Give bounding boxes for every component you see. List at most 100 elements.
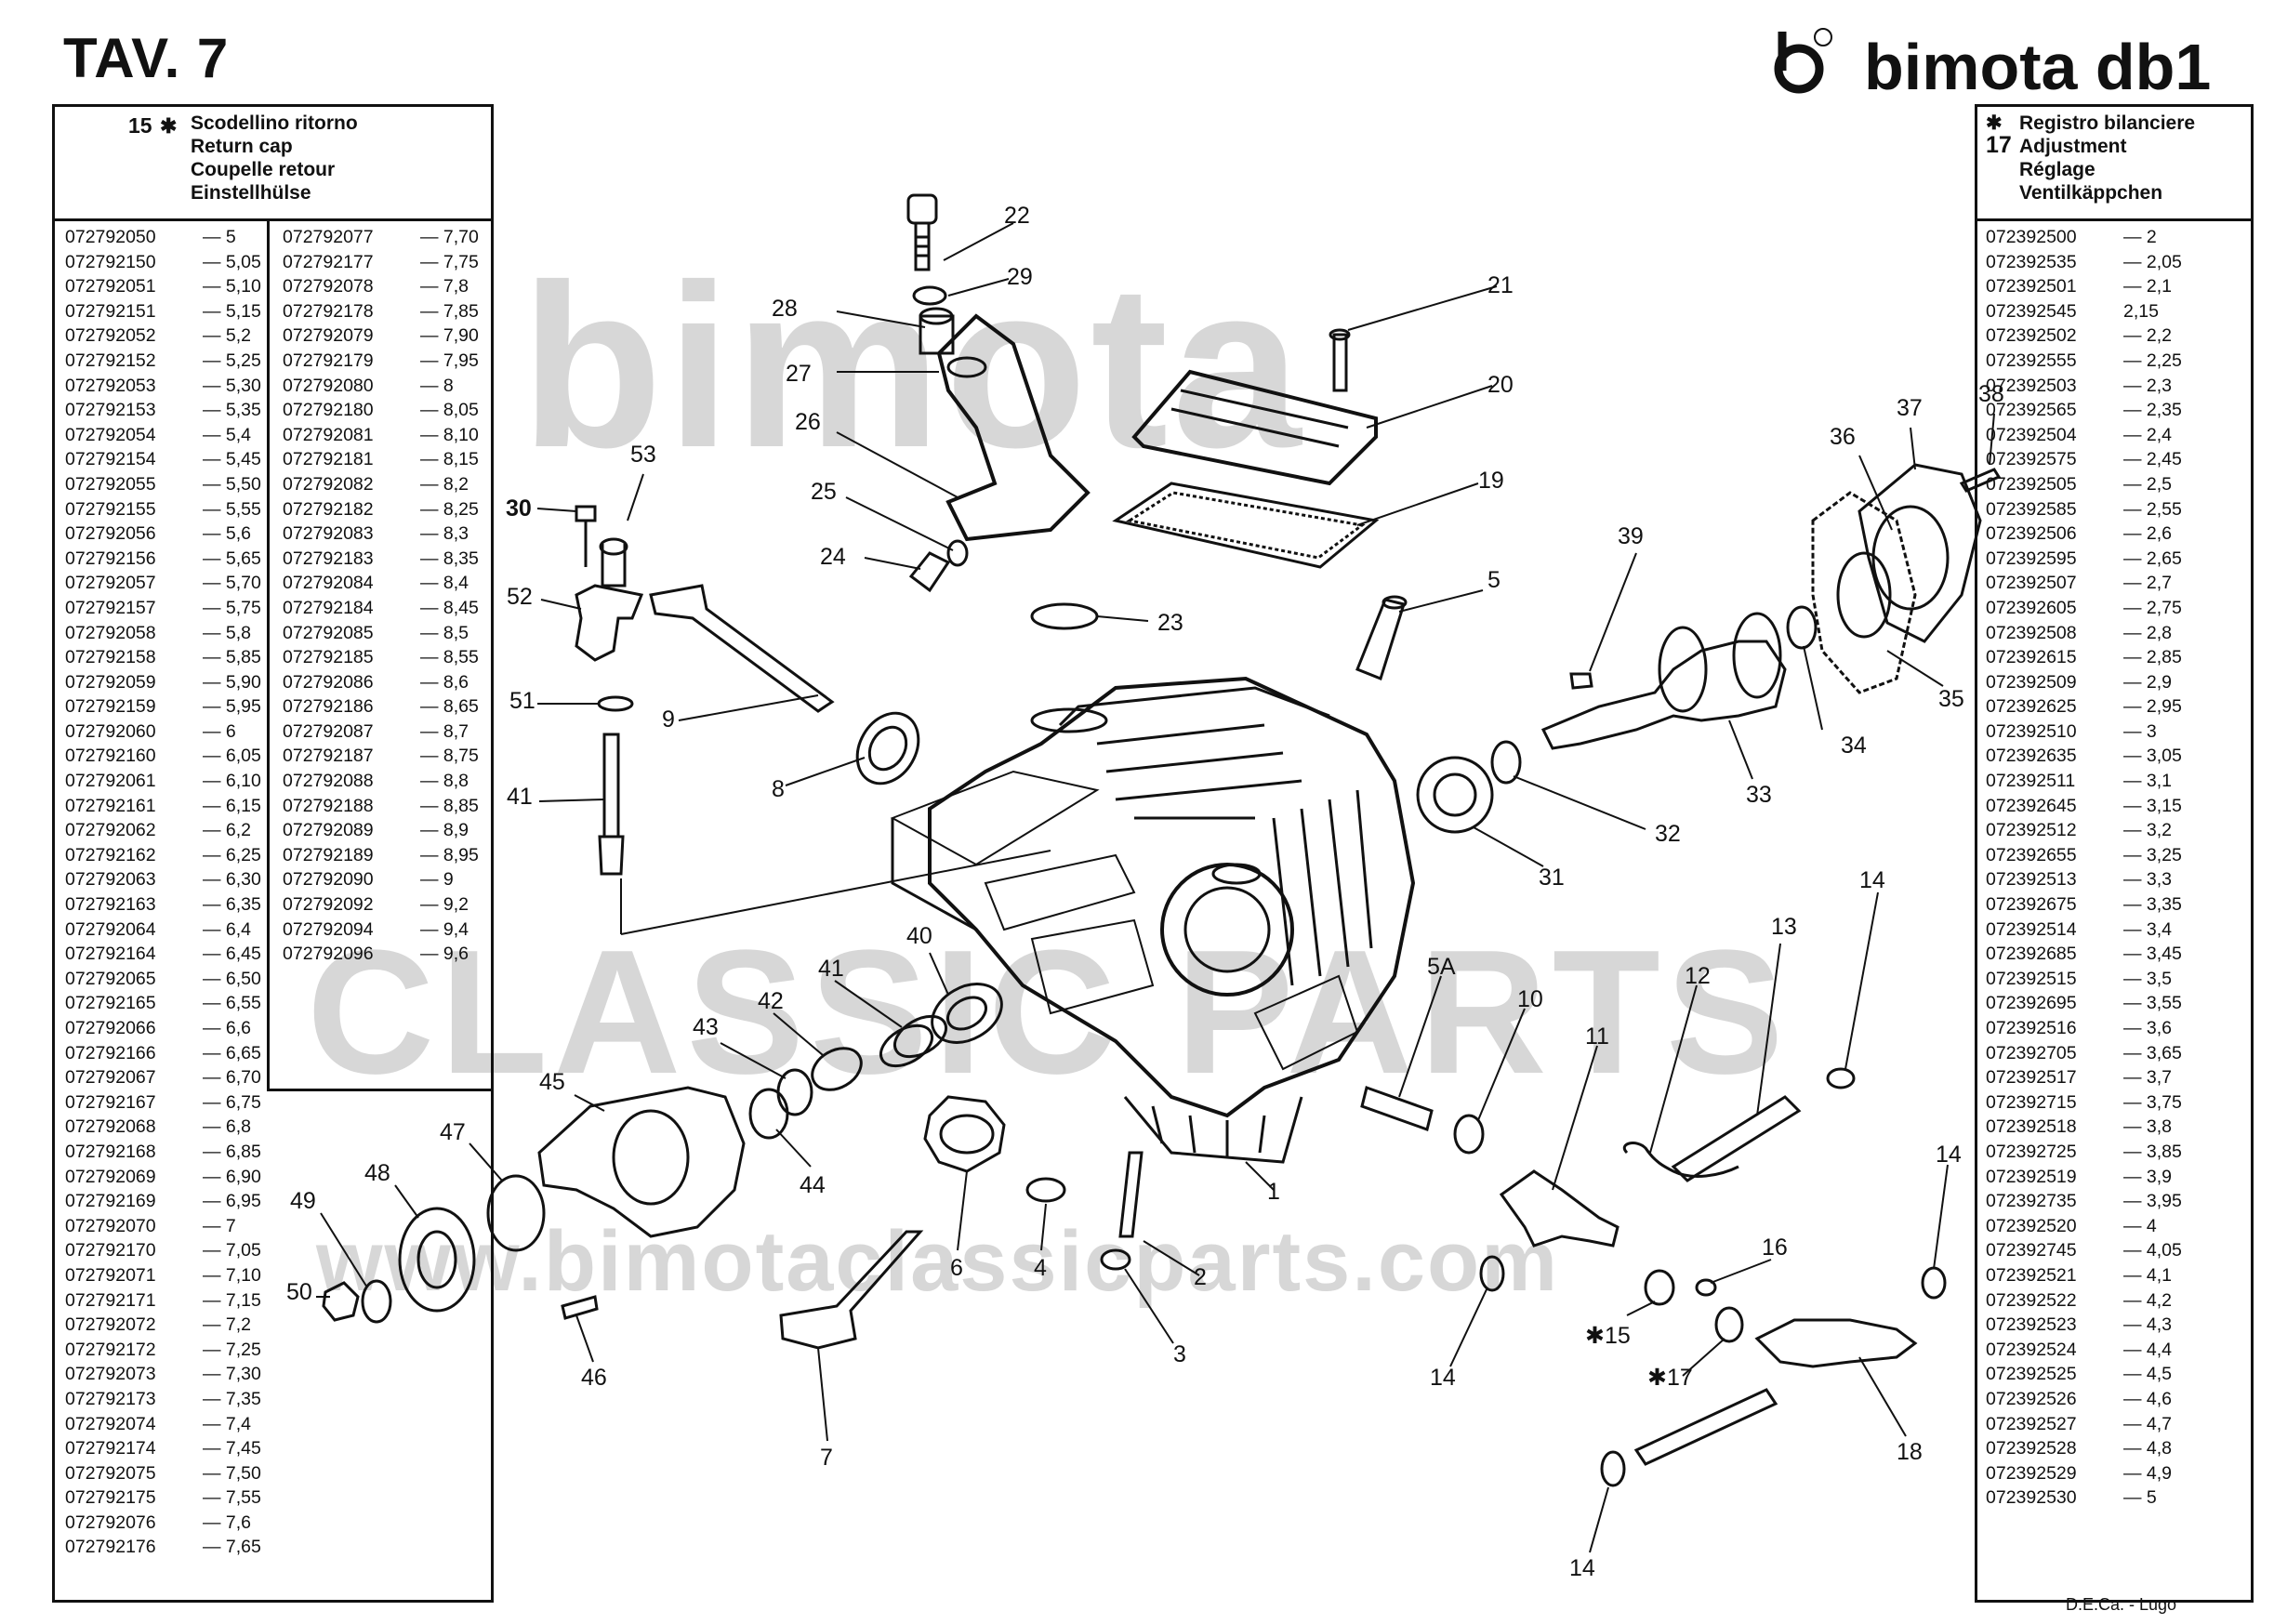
rocker-shaft-18: [1633, 1388, 1778, 1466]
part-code: 072792059: [65, 671, 156, 693]
callout-14-c: 14: [1430, 1365, 1456, 1391]
part-code: 072792155: [65, 498, 156, 520]
part-code: 072792071: [65, 1264, 156, 1286]
part-code: 072792084: [283, 573, 374, 594]
part-size: — 7,95: [420, 350, 479, 371]
part-code: 072792089: [283, 820, 374, 841]
cam-cover-gasket: [1112, 482, 1380, 569]
part-size: — 7,90: [420, 325, 479, 347]
part-code: 072392527: [1986, 1413, 2077, 1434]
part-size: — 5,65: [203, 548, 261, 569]
part-code: 072792060: [65, 720, 156, 742]
callout-21: 21: [1487, 272, 1514, 298]
callout-42: 42: [758, 988, 784, 1014]
part-size: — 7: [203, 1215, 236, 1236]
gasket-36: [1811, 491, 1917, 694]
part-size: — 7,70: [420, 227, 479, 247]
part-size: — 3,95: [2123, 1191, 2182, 1212]
part-row: 072792177— 7,75: [283, 250, 479, 275]
part-code: 072392503: [1986, 375, 2077, 396]
part-code: 072792078: [283, 276, 374, 297]
part-code: 072792176: [65, 1537, 156, 1558]
part-size: — 2,35: [2123, 400, 2182, 421]
part-row: 072392685— 3,45: [1986, 942, 2182, 967]
part-row: 072392528— 4,8: [1986, 1436, 2182, 1461]
part-code: 072792080: [283, 375, 374, 396]
part-code: 072792062: [65, 820, 156, 841]
right-desc-en: Adjustment: [2019, 136, 2127, 157]
part-code: 072792082: [283, 473, 374, 495]
part-size: — 6,90: [203, 1166, 261, 1187]
part-size: — 8,25: [420, 498, 479, 520]
nut-50: [322, 1281, 360, 1322]
part-code: 072392555: [1986, 350, 2077, 371]
part-row: 072792070— 7: [65, 1214, 261, 1239]
part-size: — 8,85: [420, 795, 479, 816]
part-row: 072792189— 8,95: [283, 843, 479, 868]
part-row: 072792058— 5,8: [65, 621, 261, 646]
part-code: 072792168: [65, 1141, 156, 1162]
oil-seal-40: [931, 983, 1003, 1044]
cap-4: [1025, 1177, 1066, 1203]
part-size: — 7,6: [203, 1512, 252, 1533]
washer-14-c: [1921, 1266, 1947, 1300]
part-size: — 5,85: [203, 647, 261, 668]
part-row: 072392523— 4,3: [1986, 1313, 2182, 1338]
part-code: 072792180: [283, 400, 374, 421]
part-code: 072792069: [65, 1166, 156, 1187]
part-row: 072392500— 2: [1986, 225, 2182, 250]
brand-logo-text: bimota db1: [1864, 31, 2211, 100]
part-size: — 3,9: [2123, 1166, 2173, 1187]
part-row: 072792175— 7,55: [65, 1485, 261, 1511]
callout-43: 43: [693, 1014, 719, 1040]
part-row: 072792150— 5,05: [65, 250, 261, 275]
part-row: 072392695— 3,55: [1986, 991, 2182, 1016]
part-size: — 3,1: [2123, 771, 2173, 792]
part-row: 072392522— 4,2: [1986, 1288, 2182, 1314]
part-row: 072392505— 2,5: [1986, 472, 2182, 497]
part-code: 072792186: [283, 696, 374, 718]
end-cover-37: [1858, 463, 1982, 643]
part-code: 072392575: [1986, 449, 2077, 470]
part-size: — 8,3: [420, 523, 469, 545]
part-code: 072392519: [1986, 1166, 2077, 1187]
tach-screw-30: [575, 505, 597, 522]
part-code: 072392525: [1986, 1364, 2077, 1385]
cap-10: [1453, 1114, 1485, 1155]
part-row: 072792069 — 6,90: [65, 1165, 261, 1190]
part-code: 072392615: [1986, 647, 2077, 668]
part-size: — 2,05: [2123, 251, 2182, 272]
part-code: 072392655: [1986, 844, 2077, 865]
part-size: — 8,55: [420, 647, 479, 668]
part-code: 072792177: [283, 251, 374, 272]
callout-28: 28: [772, 296, 798, 322]
part-code: 072392635: [1986, 746, 2077, 767]
part-code: 072792087: [283, 720, 374, 742]
part-code: 072392605: [1986, 597, 2077, 618]
part-row: 072792071— 7,10: [65, 1263, 261, 1288]
callout-20: 20: [1487, 372, 1514, 398]
part-code: 072392501: [1986, 276, 2077, 297]
part-row: 072792054— 5,4: [65, 423, 261, 448]
part-size: — 6,45: [203, 944, 261, 965]
part-size: — 8,10: [420, 424, 479, 445]
page-title: TAV. 7: [63, 27, 230, 89]
part-code: 072792183: [283, 548, 374, 569]
part-size: — 3,3: [2123, 869, 2173, 891]
part-code: 072792054: [65, 424, 156, 445]
part-code: 072792181: [283, 449, 374, 470]
part-row: 072792056— 5,6: [65, 522, 261, 547]
part-size: — 5,50: [203, 473, 261, 495]
part-size: — 3,85: [2123, 1141, 2182, 1162]
callout-31: 31: [1539, 865, 1565, 891]
part-code: 072792067: [65, 1067, 156, 1089]
part-row: 072792096— 9,6: [283, 942, 479, 967]
part-row: 072392503— 2,3: [1986, 374, 2182, 399]
part-size: — 6,85: [203, 1141, 261, 1162]
part-size: — 6,25: [203, 844, 261, 865]
part-code: 072792170: [65, 1240, 156, 1261]
callout-26: 26: [795, 409, 821, 435]
callout-44: 44: [800, 1172, 826, 1198]
brand-logo: bimota db1: [1774, 28, 2211, 100]
part-row: 072392605— 2,75: [1986, 596, 2182, 621]
